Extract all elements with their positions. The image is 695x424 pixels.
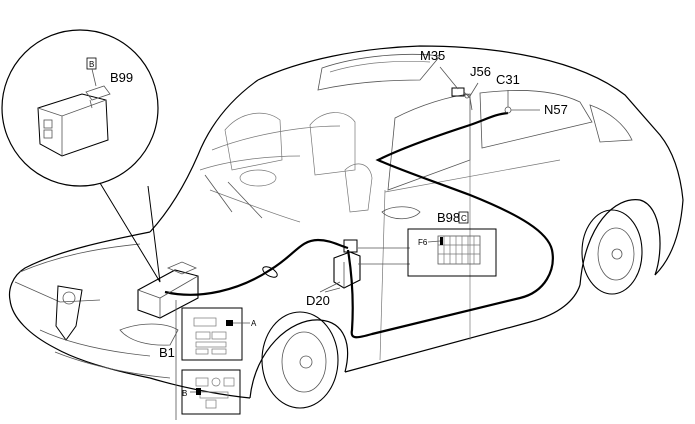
label-b99: B99: [110, 70, 133, 85]
label-b98-tag: C: [461, 214, 467, 223]
b1-component: [137, 261, 199, 319]
label-b1: B1: [159, 345, 175, 360]
leader-lines: [319, 281, 341, 293]
label-c31: C31: [496, 72, 520, 87]
b1-detail-panels: [175, 300, 250, 420]
fuse-f6-marker: [440, 237, 443, 245]
fuse-grid: [437, 235, 481, 265]
inline-connector: [262, 266, 278, 278]
label-m35: M35: [420, 48, 445, 63]
d20-component: [324, 239, 361, 293]
b99-detail-callout: [1, 29, 161, 283]
b98-fuse-callout: [358, 211, 497, 277]
label-tag-b: B: [182, 389, 187, 398]
roof-components: [439, 66, 540, 114]
fuse-a-marker: [226, 320, 233, 326]
fuse-b-marker: [196, 388, 201, 395]
label-j56: J56: [470, 64, 491, 79]
label-d20: D20: [306, 293, 330, 308]
label-b98: B98: [437, 210, 460, 225]
label-f6: F6: [418, 238, 428, 247]
car-illustration: [8, 45, 684, 409]
label-b99-tag: B: [89, 60, 94, 69]
label-tag-a: A: [251, 319, 257, 328]
wiring-harness: [164, 111, 554, 339]
label-n57: N57: [544, 102, 568, 117]
